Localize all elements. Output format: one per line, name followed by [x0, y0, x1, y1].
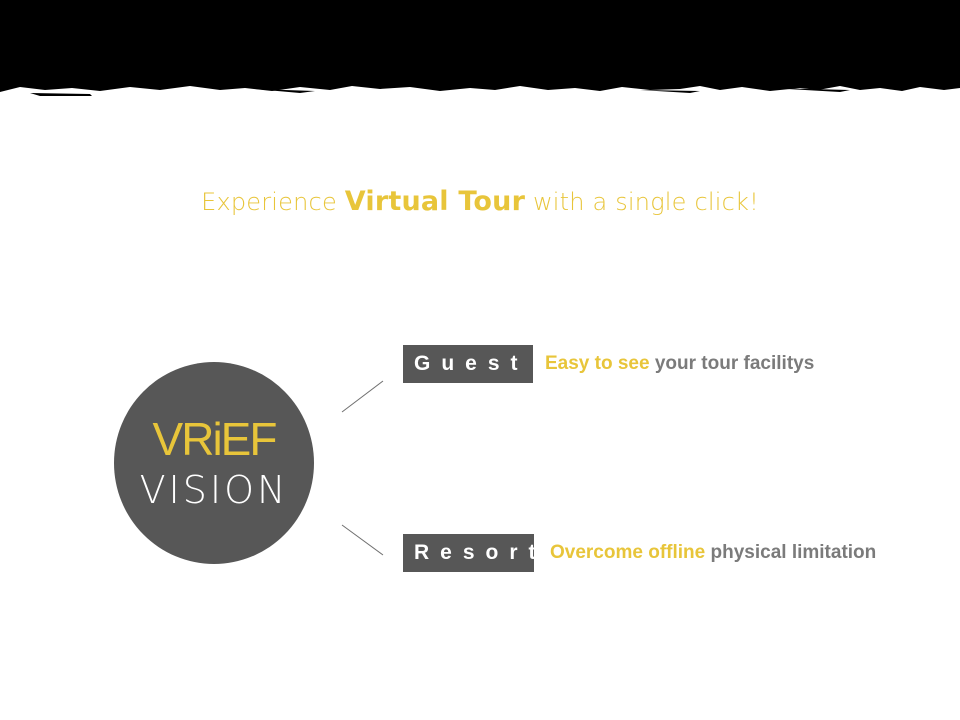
logo-sub-text: VISION — [139, 468, 289, 512]
connector-guest — [341, 380, 384, 413]
resort-rest: physical limitation — [710, 542, 877, 563]
headline-emphasis: Virtual Tour — [344, 186, 526, 217]
top-brush-band — [0, 0, 960, 96]
connector-resort — [341, 524, 384, 556]
brand-logo-circle: VRiEF VISION — [114, 362, 314, 564]
headline: Experience Virtual Tour with a single cl… — [0, 186, 960, 217]
guest-tag: Guest — [403, 345, 533, 383]
guest-description: Easy to see your tour facilitys — [545, 353, 814, 375]
logo-brand-text: VRiEF — [152, 413, 278, 465]
guest-rest: your tour facilitys — [654, 353, 815, 374]
resort-tag: Resort — [403, 534, 536, 572]
resort-description: Overcome offline physical limitation — [550, 542, 876, 564]
resort-highlight: Overcome offline — [550, 542, 706, 563]
headline-suffix: with a single click! — [532, 188, 759, 216]
headline-prefix: Experience — [201, 188, 337, 216]
guest-highlight: Easy to see — [545, 353, 650, 374]
